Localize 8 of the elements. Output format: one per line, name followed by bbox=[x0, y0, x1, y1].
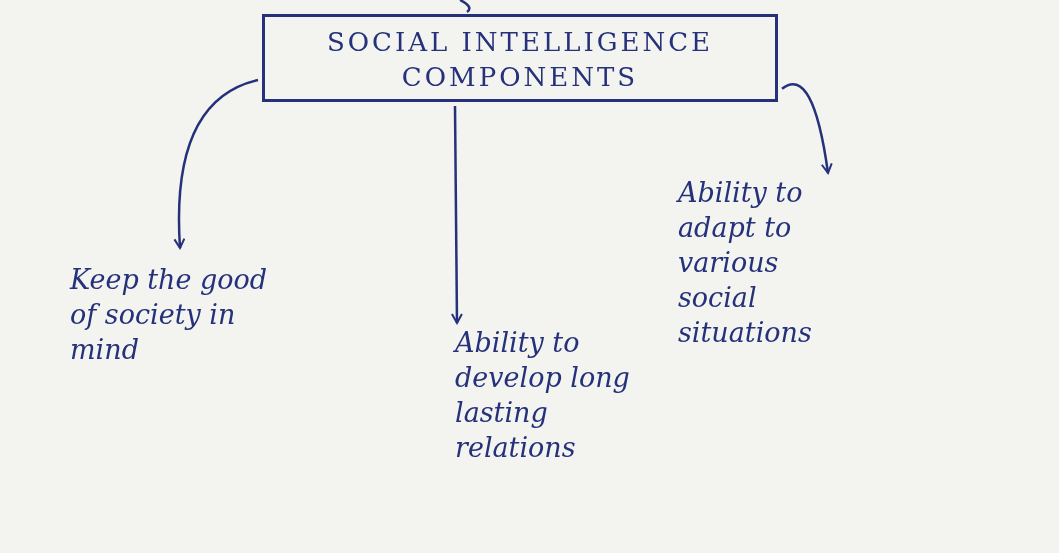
note-text: Ability to develop long lasting relations bbox=[455, 326, 631, 466]
title-text: SOCIAL INTELLIGENCE COMPONENTS bbox=[326, 27, 714, 93]
arrow bbox=[450, 106, 463, 324]
arrow bbox=[173, 78, 259, 249]
note-text: Keep the good of society in mind bbox=[70, 263, 269, 368]
connector-line bbox=[459, 0, 471, 13]
note-text: Ability to adapt to various social situations bbox=[678, 176, 813, 351]
title-box bbox=[262, 14, 778, 102]
